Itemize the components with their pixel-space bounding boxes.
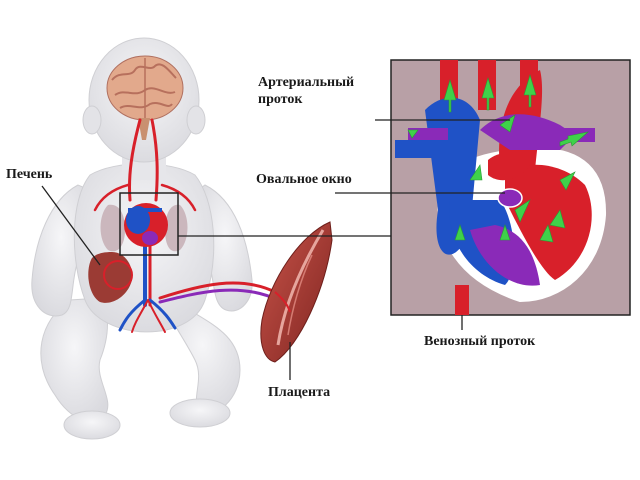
left-ear bbox=[82, 105, 102, 135]
flow-arrows bbox=[407, 73, 590, 243]
liver-venous-loop bbox=[103, 260, 133, 290]
heart-inset bbox=[390, 59, 631, 316]
label-foramen-ovale: Овальное окно bbox=[256, 172, 352, 187]
leader-liver bbox=[41, 185, 101, 266]
brain bbox=[106, 55, 184, 140]
heart-zoom-box bbox=[119, 192, 179, 256]
ductus-venosus bbox=[455, 285, 469, 315]
left-foot bbox=[63, 410, 121, 440]
label-ductus-arteriosus-line1: Артериальный bbox=[258, 75, 355, 90]
label-ductus-arteriosus-line2: проток bbox=[258, 92, 303, 107]
label-placenta: Плацента bbox=[268, 385, 331, 400]
right-ear bbox=[186, 105, 206, 135]
label-ductus-venosus: Венозный проток bbox=[424, 334, 536, 349]
body-heart bbox=[124, 203, 168, 247]
leader-lines bbox=[41, 119, 510, 380]
right-foot bbox=[169, 398, 231, 428]
label-ductus-arteriosus: Артериальный проток bbox=[258, 74, 354, 108]
foramen-ovale bbox=[497, 188, 523, 208]
placenta bbox=[260, 221, 333, 363]
lungs bbox=[100, 204, 188, 252]
label-liver: Печень bbox=[6, 167, 53, 182]
